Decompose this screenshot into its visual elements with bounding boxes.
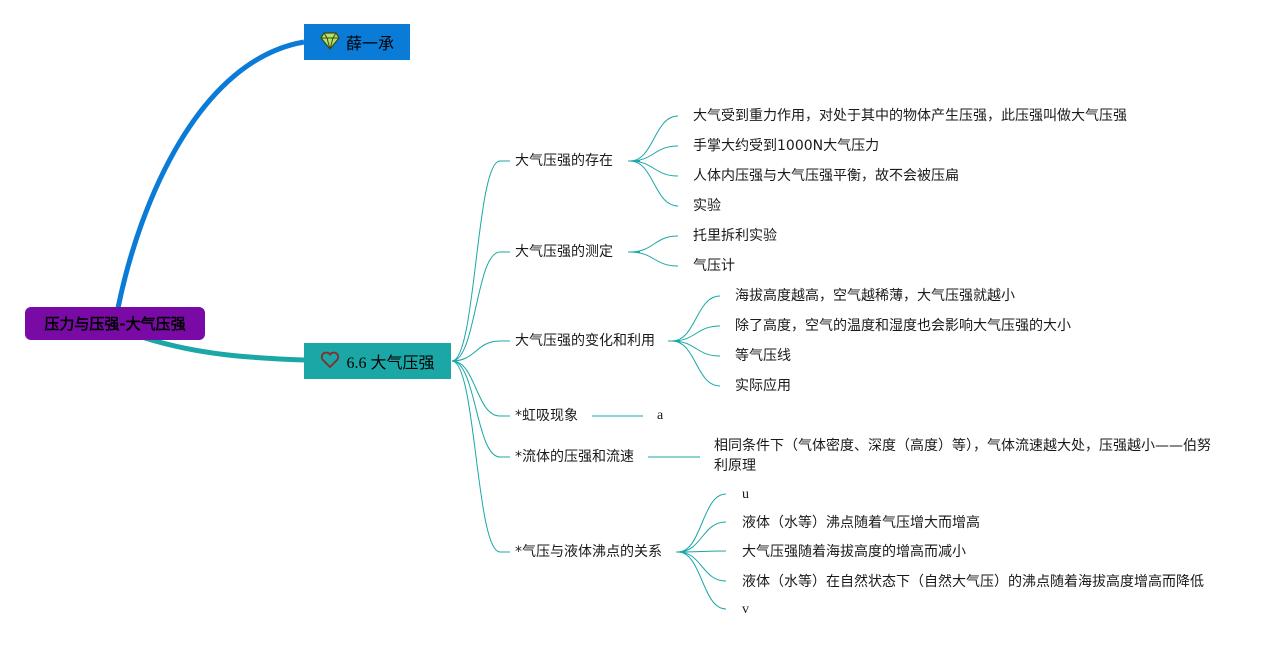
- author-node[interactable]: 薛一承: [304, 24, 410, 60]
- leaf-boiling-2[interactable]: 液体（水等）沸点随着气压增大而增高: [742, 515, 980, 531]
- leaf-connector: [677, 550, 727, 553]
- topic-label: 6.6 大气压强: [346, 355, 435, 372]
- leaf-connector: [677, 551, 727, 582]
- leaf-connector: [629, 160, 679, 207]
- topic-connector: [144, 335, 305, 363]
- leaf-connector: [671, 325, 721, 342]
- leaf-connector: [671, 295, 721, 342]
- leaf-existence-3[interactable]: 人体内压强与大气压强平衡，故不会被压扁: [693, 168, 959, 184]
- topic-node[interactable]: 6.6 大气压强: [304, 343, 451, 379]
- leaf-connector: [671, 340, 721, 357]
- branch-existence[interactable]: 大气压强的存在: [515, 153, 613, 169]
- root-label: 压力与压强-大气压强: [44, 315, 186, 333]
- author-label: 薛一承: [345, 34, 394, 53]
- leaf-variation-1[interactable]: 海拔高度越高，空气越稀薄，大气压强就越小: [735, 288, 1015, 304]
- leaf-connector: [629, 160, 679, 177]
- leaf-connector: [629, 145, 679, 162]
- leaf-siphon-1[interactable]: a: [657, 408, 664, 423]
- leaf-measurement-1[interactable]: 托里拆利实验: [693, 228, 777, 244]
- branch-variation[interactable]: 大气压强的变化和利用: [515, 333, 655, 349]
- leaf-boiling-5[interactable]: v: [742, 602, 749, 617]
- diamond-icon: [320, 32, 340, 52]
- leaf-existence-4[interactable]: 实验: [693, 198, 721, 214]
- author-connector: [115, 39, 305, 309]
- branch-connector: [451, 251, 501, 362]
- leaf-connector: [677, 493, 727, 553]
- leaf-existence-2[interactable]: 手掌大约受到1000N大气压力: [693, 138, 880, 154]
- leaf-measurement-2[interactable]: 气压计: [693, 258, 735, 274]
- leaf-variation-3[interactable]: 等气压线: [735, 348, 791, 364]
- branch-connector: [451, 360, 501, 458]
- branch-connector: [451, 160, 501, 362]
- branch-connector: [451, 340, 501, 362]
- branch-connector: [451, 360, 501, 417]
- heart-icon: [320, 351, 340, 371]
- leaf-connector: [677, 521, 727, 553]
- branch-siphon[interactable]: *虹吸现象: [515, 408, 578, 424]
- leaf-fluid-1[interactable]: 相同条件下（气体密度、深度（高度）等），气体流速越大处，压强越小——伯努利原理: [714, 438, 1211, 474]
- leaf-variation-2[interactable]: 除了高度，空气的温度和湿度也会影响大气压强的大小: [735, 318, 1071, 334]
- leaf-boiling-1[interactable]: u: [742, 487, 749, 502]
- branch-boiling[interactable]: *气压与液体沸点的关系: [515, 544, 662, 560]
- leaf-connector: [629, 251, 679, 267]
- leaf-connector: [629, 235, 679, 253]
- leaf-connector: [677, 551, 727, 610]
- leaf-connector: [671, 340, 721, 387]
- branch-connector: [451, 360, 501, 553]
- leaf-boiling-4[interactable]: 液体（水等）在自然状态下（自然大气压）的沸点随着海拔高度增高而降低: [742, 574, 1204, 590]
- leaf-connector: [629, 115, 679, 162]
- leaf-variation-4[interactable]: 实际应用: [735, 378, 791, 394]
- branch-fluid[interactable]: *流体的压强和流速: [515, 449, 634, 465]
- branch-measurement[interactable]: 大气压强的测定: [515, 244, 613, 260]
- leaf-boiling-3[interactable]: 大气压强随着海拔高度的增高而减小: [742, 544, 966, 560]
- root-node[interactable]: 压力与压强-大气压强: [25, 307, 205, 340]
- leaf-existence-1[interactable]: 大气受到重力作用，对处于其中的物体产生压强，此压强叫做大气压强: [693, 108, 1127, 124]
